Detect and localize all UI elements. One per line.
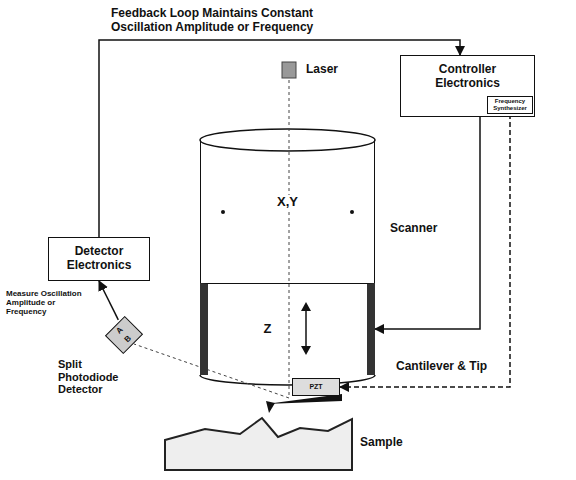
connector	[99, 281, 118, 320]
scanner-dot	[350, 210, 354, 214]
synthesizer-box: Frequency Synthesizer	[487, 96, 533, 114]
z-motion-arrow	[305, 305, 307, 352]
scanner-top	[200, 129, 375, 151]
edge-label: Measure Oscillation Amplitude or Frequen…	[6, 289, 90, 317]
laser-source	[282, 62, 296, 78]
node-text: Z	[261, 322, 275, 337]
laser-beam	[289, 80, 290, 398]
tip	[266, 401, 275, 413]
node-text: X,Y	[274, 195, 301, 210]
connector	[375, 117, 480, 329]
connector	[340, 114, 510, 387]
detector-box: Detector Electronics	[48, 237, 150, 281]
split-photodiode: AB	[105, 316, 143, 354]
node-text: B	[123, 334, 134, 345]
scanner-dot	[221, 210, 225, 214]
scanner-xy-section: X,Y	[200, 140, 375, 283]
part-label: Scanner	[390, 222, 437, 236]
node-text: Controller Electronics	[418, 63, 518, 91]
node-text: PZT	[309, 383, 322, 391]
node-text: A	[114, 325, 125, 336]
piezo-box: PZT	[292, 378, 340, 396]
scanner-z-section: Z	[200, 283, 375, 375]
sample-profile	[165, 418, 352, 470]
part-label: Sample	[360, 436, 403, 450]
edge-label: Feedback Loop Maintains Constant Oscilla…	[111, 7, 361, 35]
node-text: Frequency Synthesizer	[488, 98, 532, 112]
part-label: Cantilever & Tip	[396, 360, 487, 374]
reflected-beam	[134, 344, 289, 398]
part-label: Split Photodiode Detector	[58, 358, 142, 396]
z-motion-arrowheads	[301, 302, 311, 355]
node-text: Detector Electronics	[51, 245, 147, 273]
controller-box: Controller ElectronicsFrequency Synthesi…	[400, 55, 535, 117]
part-label: Laser	[306, 63, 338, 77]
